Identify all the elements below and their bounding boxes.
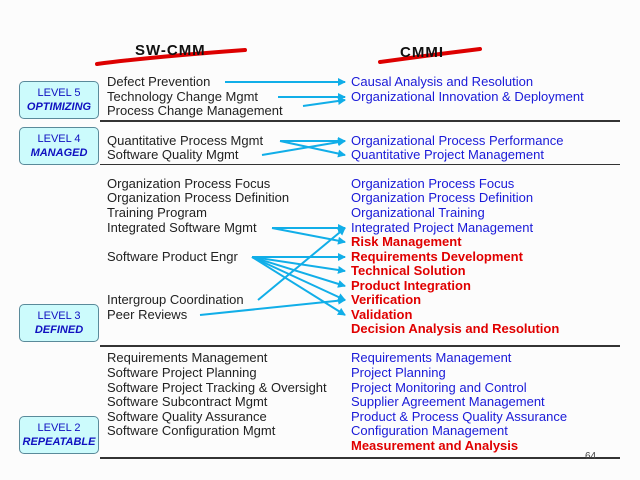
cmmi-process-area: Requirements Management xyxy=(351,350,512,365)
sw-cmm-kpa: Requirements Management xyxy=(107,350,268,365)
sw-cmm-kpa: Organization Process Focus xyxy=(107,176,271,191)
mapping-arrow xyxy=(199,296,346,316)
mapping-arrow xyxy=(302,97,346,107)
mapping-arrow xyxy=(251,256,346,301)
mapping-arrow xyxy=(251,256,346,274)
cmmi-process-area: Organizational Training xyxy=(351,205,485,220)
level-number: LEVEL 4 xyxy=(37,133,81,145)
divider xyxy=(100,457,620,459)
level-3-box: LEVEL 3 DEFINED xyxy=(19,304,99,342)
cmmi-process-area: Project Planning xyxy=(351,365,446,380)
sw-cmm-kpa: Software Configuration Mgmt xyxy=(107,423,276,438)
sw-cmm-kpa: Quantitative Process Mgmt xyxy=(107,133,264,148)
cmmi-process-area: Technical Solution xyxy=(351,263,466,278)
sw-cmm-kpa: Software Project Tracking & Oversight xyxy=(107,380,327,395)
level-number: LEVEL 2 xyxy=(37,422,81,434)
sw-cmm-kpa: Software Subcontract Mgmt xyxy=(107,394,268,409)
cmmi-header: CMMI xyxy=(400,44,444,61)
cmmi-process-area: Validation xyxy=(351,307,413,322)
cmmi-process-area: Measurement and Analysis xyxy=(351,438,519,453)
sw-cmm-header: SW-CMM xyxy=(135,42,206,59)
sw-cmm-kpa: Software Project Planning xyxy=(107,365,257,380)
sw-cmm-kpa: Technology Change Mgmt xyxy=(107,89,259,104)
level-number: LEVEL 5 xyxy=(37,87,81,99)
cmmi-process-area: Integrated Project Management xyxy=(351,220,534,235)
sw-cmm-kpa: Software Quality Assurance xyxy=(107,409,267,424)
cmmi-process-area: Requirements Development xyxy=(351,249,523,264)
sw-cmm-kpa: Software Product Engr xyxy=(107,249,238,264)
mapping-arrow xyxy=(271,227,346,245)
level-2-box: LEVEL 2 REPEATABLE xyxy=(19,416,99,454)
underline-sw-cmm xyxy=(95,48,247,66)
cmmi-process-area: Organization Process Definition xyxy=(351,190,534,205)
cmmi-process-area: Risk Management xyxy=(351,234,462,249)
sw-cmm-kpa: Process Change Management xyxy=(107,103,283,118)
sw-cmm-kpa: Defect Prevention xyxy=(107,74,211,89)
sw-cmm-kpa: Intergroup Coordination xyxy=(107,292,244,307)
divider xyxy=(100,164,620,165)
sw-cmm-kpa: Training Program xyxy=(107,205,207,220)
divider xyxy=(100,120,620,122)
page-number: 64 xyxy=(585,451,597,462)
sw-cmm-kpa: Peer Reviews xyxy=(107,307,188,322)
cmmi-process-area: Quantitative Project Management xyxy=(351,147,544,162)
cmmi-process-area: Project Monitoring and Control xyxy=(351,380,527,395)
level-name: DEFINED xyxy=(34,324,84,336)
level-5-box: LEVEL 5 OPTIMIZING xyxy=(19,81,99,119)
level-number: LEVEL 3 xyxy=(37,310,81,322)
underline-cmmi xyxy=(378,47,482,64)
level-4-box: LEVEL 4 MANAGED xyxy=(19,127,99,165)
level-name: REPEATABLE xyxy=(22,436,96,448)
mapping-arrow xyxy=(251,256,346,288)
sw-cmm-kpa: Software Quality Mgmt xyxy=(107,147,239,162)
level-name: MANAGED xyxy=(30,147,88,159)
cmmi-process-area: Decision Analysis and Resolution xyxy=(351,321,560,336)
divider xyxy=(100,345,620,347)
mapping-arrow xyxy=(279,140,346,158)
level-name: OPTIMIZING xyxy=(26,101,92,113)
cmmi-process-area: Causal Analysis and Resolution xyxy=(351,74,534,89)
cmmi-process-area: Verification xyxy=(351,292,422,307)
sw-cmm-kpa: Integrated Software Mgmt xyxy=(107,220,257,235)
cmmi-process-area: Product Integration xyxy=(351,278,471,293)
mapping-arrow xyxy=(261,138,346,156)
cmmi-process-area: Organization Process Focus xyxy=(351,176,515,191)
cmmi-process-area: Organizational Innovation & Deployment xyxy=(351,89,584,104)
mapping-arrow xyxy=(257,227,346,301)
cmmi-process-area: Configuration Management xyxy=(351,423,508,438)
cmmi-process-area: Organizational Process Performance xyxy=(351,133,564,148)
mapping-arrow xyxy=(251,256,346,316)
cmmi-process-area: Supplier Agreement Management xyxy=(351,394,545,409)
sw-cmm-kpa: Organization Process Definition xyxy=(107,190,290,205)
cmmi-process-area: Product & Process Quality Assurance xyxy=(351,409,568,424)
